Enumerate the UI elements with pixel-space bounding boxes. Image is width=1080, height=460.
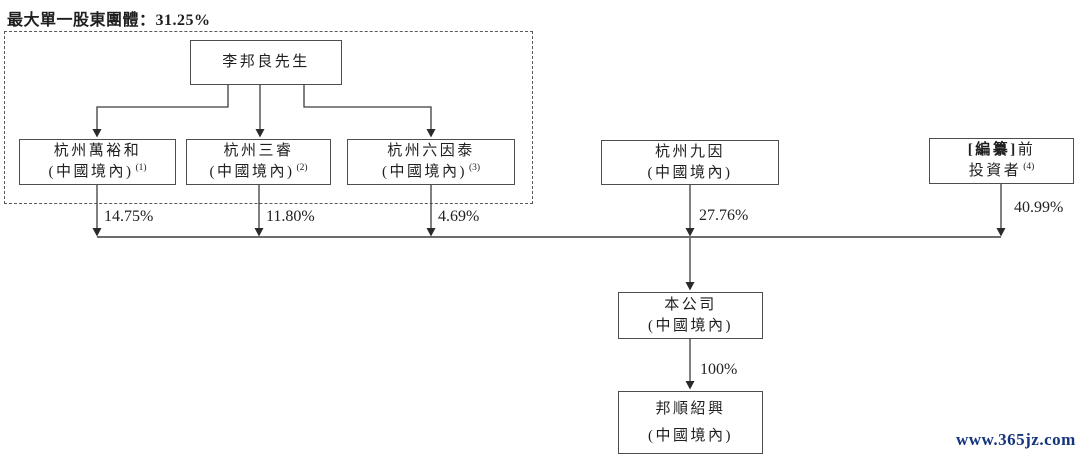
ownership-label-wanyuhe: 14.75% (104, 208, 154, 225)
node-company: 本公司 (中國境內) (618, 292, 763, 339)
shareholder-group-dashed-boundary (4, 31, 533, 204)
node-sanrui-region: (中國境內)(2) (209, 162, 307, 183)
node-company-name: 本公司 (664, 296, 717, 313)
node-jiuyin: 杭州九因 (中國境內) (601, 140, 779, 185)
node-company-region: (中國境內) (648, 317, 733, 334)
arrowhead-jiuyin-bus (685, 228, 695, 237)
ownership-label-bangshun: 100% (700, 361, 738, 378)
node-founder: 李邦良先生 (190, 40, 342, 85)
region-text: (中國境內) (48, 164, 134, 180)
arrowhead-wanyuhe-bus (92, 228, 102, 237)
region-text: (中國境內) (209, 164, 295, 180)
node-bangshun: 邦順紹興 (中國境內) (618, 391, 763, 454)
edge-founder-to-wanyuhe (96, 85, 229, 129)
region-text: (中國境內) (381, 164, 467, 180)
arrowhead-investors-bus (996, 228, 1006, 237)
edge-founder-to-liuyintai (303, 85, 432, 129)
ownership-label-liuyintai: 4.69% (438, 208, 480, 225)
arrowhead-liuyintai-bus (426, 228, 436, 237)
arrowhead-into-wanyuhe (92, 129, 102, 138)
node-sanrui: 杭州三睿 (中國境內)(2) (186, 139, 331, 185)
node-wanyuhe-name: 杭州萬裕和 (53, 143, 142, 159)
site-watermark: www.365jz.com (956, 430, 1076, 449)
node-founder-name: 李邦良先生 (222, 54, 310, 70)
redaction-placeholder: [編纂] (967, 142, 1018, 158)
investors-label: 投資者 (968, 163, 1022, 179)
node-jiuyin-name: 杭州九因 (654, 143, 725, 160)
node-investors-line1: [編纂]前 (968, 140, 1036, 161)
largest-shareholder-group-label: 最大單一股東團體：31.25% (7, 12, 211, 29)
node-liuyintai-region: (中國境內)(3) (382, 162, 480, 183)
footnote-marker: (3) (468, 163, 481, 173)
node-sanrui-name: 杭州三睿 (223, 143, 294, 159)
node-investors-line2: 投資者(4) (969, 161, 1035, 182)
investors-line1-rest: 前 (1017, 142, 1036, 158)
arrowhead-into-liuyintai (426, 129, 436, 138)
node-pre-listing-investors: [編纂]前 投資者(4) (929, 138, 1074, 184)
node-liuyintai-name: 杭州六因泰 (387, 143, 475, 159)
node-bangshun-region: (中國境內) (648, 427, 733, 444)
ownership-label-investors: 40.99% (1014, 199, 1064, 216)
arrowheads (92, 129, 1006, 390)
node-wanyuhe: 杭州萬裕和 (中國境內)(1) (19, 139, 176, 185)
arrowhead-sanrui-bus (254, 228, 264, 237)
node-jiuyin-region: (中國境內) (647, 164, 733, 181)
footnote-marker: (4) (1023, 162, 1035, 172)
footnote-marker: (2) (296, 163, 308, 173)
arrowhead-into-bangshun (685, 381, 695, 390)
ownership-label-sanrui: 11.80% (266, 208, 315, 225)
connector-lines (96, 85, 1002, 381)
arrowhead-into-company (685, 282, 695, 291)
ownership-label-jiuyin: 27.76% (699, 207, 749, 224)
node-bangshun-name: 邦順紹興 (655, 400, 726, 417)
node-wanyuhe-region: (中國境內)(1) (48, 162, 146, 183)
node-liuyintai: 杭州六因泰 (中國境內)(3) (347, 139, 515, 185)
footnote-marker: (1) (135, 163, 147, 173)
arrowhead-into-sanrui (255, 129, 265, 138)
